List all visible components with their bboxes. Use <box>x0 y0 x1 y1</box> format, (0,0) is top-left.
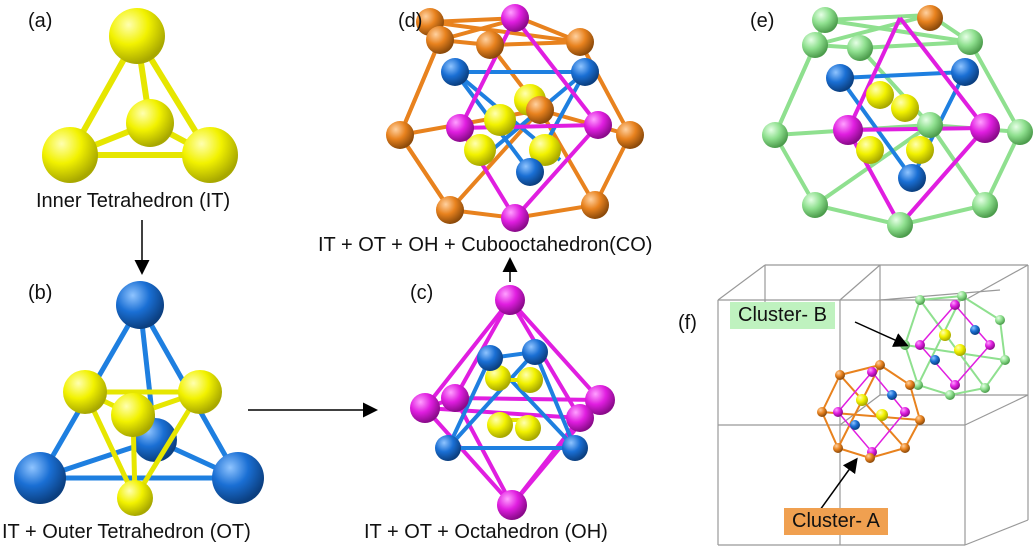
atom-green <box>972 192 998 218</box>
atom-blue <box>516 158 544 186</box>
atom-blue <box>571 58 599 86</box>
atom-green <box>887 212 913 238</box>
atom-magenta <box>497 490 527 520</box>
panel-e-full-cluster <box>762 5 1033 238</box>
atom-blue <box>14 452 66 504</box>
cluster-b <box>900 291 1010 400</box>
atom-green <box>812 7 838 33</box>
atom-orange <box>386 121 414 149</box>
atom-magenta <box>970 113 1000 143</box>
atom-blue <box>116 281 164 329</box>
caption-octahedron: IT + OT + Octahedron (OH) <box>364 521 608 543</box>
caption-cuboctahedron: IT + OT + OH + Cubooctahedron(CO) <box>318 234 653 256</box>
atom-orange <box>917 5 943 31</box>
atom-yellow <box>515 415 541 441</box>
atom-yellow <box>906 136 934 164</box>
atom-green <box>847 35 873 61</box>
panel-label-d: (d) <box>398 10 423 32</box>
atom-blue <box>898 164 926 192</box>
atom-orange <box>436 196 464 224</box>
cluster-a-tag: Cluster- A <box>784 508 888 535</box>
atom-yellow <box>117 480 153 516</box>
atom-yellow <box>42 127 98 183</box>
panel-d-cuboctahedron <box>386 4 644 232</box>
atom-yellow <box>866 81 894 109</box>
atom-magenta <box>833 115 863 145</box>
atom-yellow <box>891 94 919 122</box>
atom-orange <box>581 191 609 219</box>
arrow-to-cluster-a <box>819 457 858 511</box>
atom-magenta <box>501 204 529 232</box>
atom-magenta <box>585 385 615 415</box>
cluster-a <box>817 360 925 463</box>
atom-orange <box>476 31 504 59</box>
atom-blue <box>826 64 854 92</box>
atom-blue <box>562 435 588 461</box>
atom-yellow <box>178 370 222 414</box>
atom-yellow <box>485 365 511 391</box>
atom-magenta <box>501 4 529 32</box>
atom-yellow <box>517 367 543 393</box>
panel-label-f: (f) <box>678 312 697 334</box>
atom-yellow <box>856 136 884 164</box>
atom-blue <box>212 452 264 504</box>
atom-orange <box>616 121 644 149</box>
atom-blue <box>477 345 503 371</box>
atom-magenta <box>495 285 525 315</box>
atom-magenta <box>446 114 474 142</box>
atom-magenta <box>410 393 440 423</box>
panel-a-inner-tetrahedron <box>42 8 238 183</box>
atom-orange <box>426 26 454 54</box>
atom-blue <box>441 58 469 86</box>
atom-blue <box>951 58 979 86</box>
panel-label-c: (c) <box>410 282 434 304</box>
atom-blue <box>522 339 548 365</box>
atom-yellow <box>484 104 516 136</box>
atom-magenta <box>584 111 612 139</box>
atom-green <box>957 29 983 55</box>
atom-yellow <box>182 127 238 183</box>
atom-yellow <box>529 134 561 166</box>
atom-magenta <box>566 404 594 432</box>
atom-green <box>1007 119 1033 145</box>
atom-yellow <box>126 99 174 147</box>
atom-yellow <box>464 134 496 166</box>
panel-b-outer-tetrahedron <box>14 281 264 516</box>
atom-orange <box>566 28 594 56</box>
panel-label-e: (e) <box>750 10 775 32</box>
panel-c-octahedron <box>410 285 615 520</box>
atom-magenta <box>441 384 469 412</box>
atom-yellow <box>487 412 513 438</box>
panel-label-b: (b) <box>28 282 53 304</box>
panel-label-a: (a) <box>28 10 53 32</box>
atom-blue <box>435 435 461 461</box>
atom-yellow <box>111 393 155 437</box>
atom-orange <box>526 96 554 124</box>
panel-f-unit-cell <box>717 264 1029 546</box>
atom-green <box>917 112 943 138</box>
arrow-to-cluster-b <box>854 321 909 347</box>
caption-outer-tetrahedron: IT + Outer Tetrahedron (OT) <box>2 521 251 543</box>
cluster-b-tag: Cluster- B <box>730 302 835 329</box>
atom-green <box>802 32 828 58</box>
atom-yellow <box>109 8 165 64</box>
atom-green <box>802 192 828 218</box>
atom-green <box>762 122 788 148</box>
atom-yellow <box>63 370 107 414</box>
caption-inner-tetrahedron: Inner Tetrahedron (IT) <box>36 190 231 212</box>
